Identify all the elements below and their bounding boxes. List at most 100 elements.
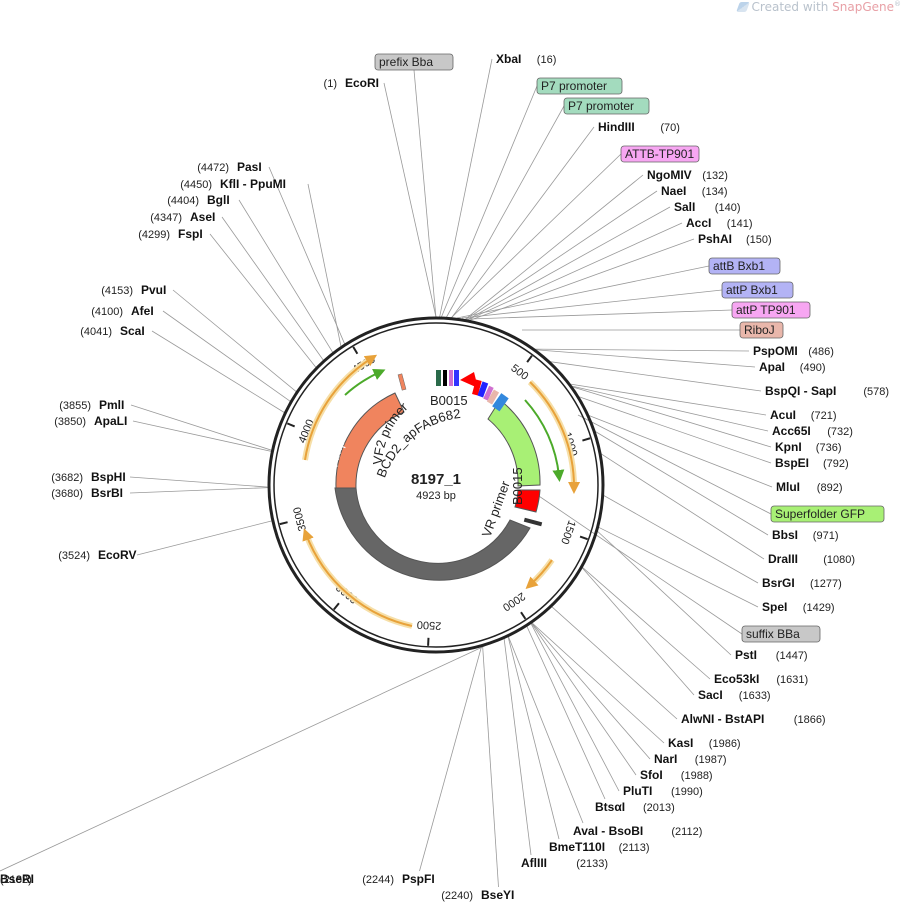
site-leader-line	[581, 566, 695, 696]
site-bsphi: (3682) BspHI	[51, 470, 125, 484]
feature-box-suffix-bba: suffix BBa	[741, 625, 821, 643]
site-name: MluI	[776, 480, 800, 494]
site-leader-line	[439, 58, 493, 319]
site-position: (1633)	[739, 690, 771, 702]
site-position: (971)	[813, 530, 839, 542]
site-name: BspQI - SapI	[765, 384, 836, 398]
site-bgli: (4404)BglI	[167, 193, 229, 207]
site-position: (1277)	[810, 578, 842, 590]
ruler-tick-label: 2000	[500, 590, 527, 614]
feature-box-label: prefix Bba	[379, 55, 433, 69]
site-leader-line	[136, 520, 273, 556]
site-scai: (4041)ScaI	[80, 324, 144, 338]
ruler-tick-mark	[352, 346, 359, 355]
site-leader-line	[548, 361, 762, 392]
site-name: HindIII	[598, 120, 635, 134]
site-position: (721)	[811, 410, 837, 422]
site-kfli-ppumi: (4450)KflI - PpuMI	[180, 177, 286, 191]
site-name: NaeI	[661, 184, 686, 198]
site-leader-line	[463, 174, 644, 321]
site-naei: NaeI(134)	[661, 184, 727, 198]
site-name: BsrGI	[762, 576, 795, 590]
feature-box	[770, 505, 885, 523]
site-leader-line	[130, 404, 273, 451]
site-leader-line	[596, 530, 732, 656]
site-name: Acc65I	[772, 424, 811, 438]
feature-box-label: Superfolder GFP	[775, 507, 865, 521]
site-ngomiv: NgoMIV (132)	[647, 168, 728, 182]
ruler-tick-label: 1500	[558, 519, 578, 546]
site-name: ApaLI	[94, 414, 127, 428]
site-apali: (3850)ApaLI	[54, 414, 127, 428]
site-name: NgoMIV	[647, 168, 692, 182]
site-name: NarI	[654, 752, 677, 766]
site-leader-line	[209, 233, 317, 369]
site-leader-line	[593, 430, 769, 536]
site-leader-line	[464, 190, 658, 321]
snapgene-watermark: Created with SnapGene®	[735, 0, 901, 14]
site-position: (132)	[702, 170, 728, 182]
site-acci: AccI(141)	[686, 216, 752, 230]
site-leader-line	[570, 386, 772, 448]
site-position: (1429)	[803, 602, 835, 614]
feature-box-label: attP Bxb1	[726, 283, 778, 297]
site-position: (2182)	[0, 874, 32, 886]
site-spei: SpeI(1429)	[762, 600, 835, 614]
site-name: BseRI	[0, 872, 34, 886]
site-pspfi: (2244)PspFI	[362, 872, 434, 886]
site-pspomi: PspOMI(486)	[753, 344, 834, 358]
site-name: XbaI	[496, 52, 521, 66]
psc101-label: pSC101	[391, 578, 436, 595]
feature-box	[563, 97, 650, 115]
site-position: (141)	[727, 218, 753, 230]
site-ecori: (1)EcoRI	[324, 76, 379, 90]
site-name: SalI	[674, 200, 695, 214]
site-name: DraIII	[768, 552, 798, 566]
site-name: PasI	[237, 160, 262, 174]
ruler-tick-mark	[279, 521, 288, 526]
site-bsrgi: BsrGI (1277)	[762, 576, 842, 590]
site-position: (4347)	[150, 212, 182, 224]
feature-leader-line	[450, 153, 622, 319]
site-leader-line	[526, 625, 606, 800]
feature-box-attb-bxb1: attB Bxb1	[708, 257, 781, 275]
site-name: PvuI	[141, 283, 166, 297]
ruler-tick-mark	[579, 535, 588, 541]
feature-box-p7-promoter: P7 promoter	[536, 77, 623, 95]
site-hindiii: HindIII(70)	[598, 120, 680, 134]
site-name: BbsI	[772, 528, 798, 542]
site-name: PluTI	[623, 784, 652, 798]
site-position: (736)	[816, 442, 842, 454]
site-leader-line	[162, 310, 292, 403]
site-position: (1986)	[709, 738, 741, 750]
site-position: (3682)	[51, 472, 83, 484]
site-name: BglI	[207, 193, 230, 207]
site-nari: NarI(1987)	[654, 752, 727, 766]
site-leader-line	[172, 289, 298, 393]
site-leader-line	[482, 645, 499, 888]
feature-box-label: attB Bxb1	[713, 259, 765, 273]
site-position: (4299)	[138, 229, 170, 241]
feature-box-attp-bxb1: attP Bxb1	[721, 281, 794, 299]
feature-box-label: attP TP901	[736, 303, 796, 317]
ruler-tick-label: 500	[508, 362, 530, 383]
site-leader-line	[530, 622, 651, 760]
site-leader-line	[530, 622, 620, 792]
site-name: KflI - PpuMI	[220, 177, 286, 191]
site-leader-line	[568, 383, 767, 416]
site-position: (3524)	[58, 550, 90, 562]
site-leader-line	[587, 414, 773, 488]
site-position: (1990)	[671, 786, 703, 798]
site-position: (732)	[827, 426, 853, 438]
feature-leader-line	[469, 309, 733, 320]
site-position: (4153)	[101, 285, 133, 297]
site-name: BspHI	[91, 470, 126, 484]
site-position: (2133)	[576, 858, 608, 870]
site-position: (4100)	[91, 306, 123, 318]
backbone-rings	[267, 316, 605, 654]
site-position: (4472)	[197, 162, 229, 174]
feature-box-riboj: RiboJ	[739, 321, 784, 339]
feature-box	[536, 77, 623, 95]
site-position: (2244)	[362, 874, 394, 886]
site-leader-line	[530, 621, 665, 744]
